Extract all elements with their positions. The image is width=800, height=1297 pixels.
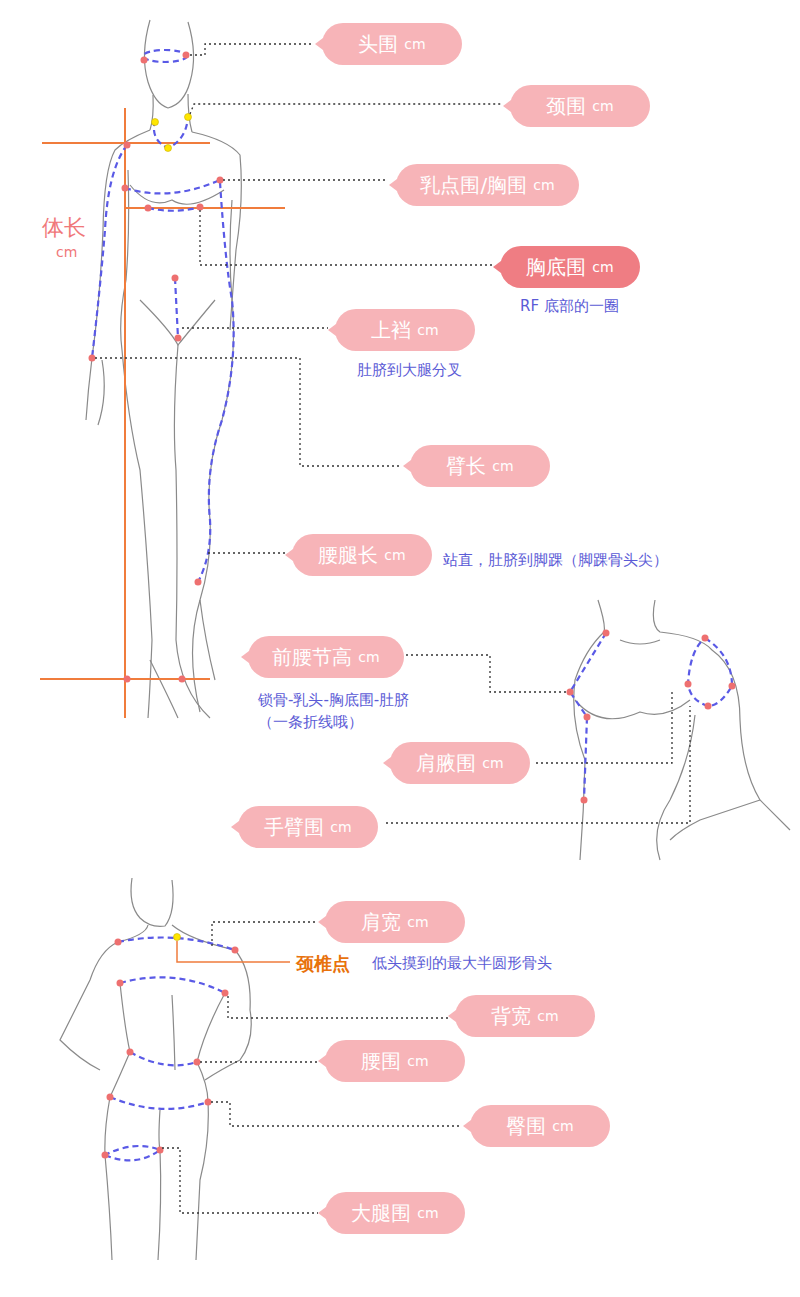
unit-text: cm <box>492 458 513 474</box>
measure-label-pill: 大腿围 cm <box>325 1192 465 1234</box>
leader-lines <box>95 44 690 1213</box>
measure-name: 腰腿长 <box>318 542 378 569</box>
measure-label-pill: 胸底围 cm <box>500 246 640 288</box>
measure-label-pill: 颈围 cm <box>510 85 650 127</box>
unit-text: cm <box>330 819 351 835</box>
length-guides <box>40 108 285 718</box>
measure-name: 腰围 <box>361 1048 401 1075</box>
front-figure <box>86 20 241 718</box>
measure-name: 上裆 <box>371 317 411 344</box>
measure-name: 前腰节高 <box>272 644 352 671</box>
measure-name: 肩腋围 <box>416 750 476 777</box>
unit-text: cm <box>358 649 379 665</box>
measure-label-pill: 臂长 cm <box>410 445 550 487</box>
neck-dots <box>152 114 192 152</box>
measure-label-pill: 肩宽 cm <box>325 901 465 943</box>
measure-lines <box>92 50 234 582</box>
measure-name: 背宽 <box>491 1003 531 1030</box>
measure-label-pill: 背宽 cm <box>455 995 595 1037</box>
measure-dots <box>567 630 736 804</box>
note-text: 低头摸到的最大半圆形骨头 <box>372 953 552 975</box>
measure-name: 臀围 <box>506 1113 546 1140</box>
unit-text: cm <box>407 914 428 930</box>
measure-label-pill: 腰腿长 cm <box>292 534 432 576</box>
measure-label-pill: 臀围 cm <box>470 1105 610 1147</box>
measure-lines <box>105 938 235 1161</box>
unit-text: cm <box>592 259 613 275</box>
unit-text: cm <box>384 547 405 563</box>
neck-point-dot <box>174 934 181 941</box>
measure-dots <box>102 939 239 1159</box>
length-label: cm <box>56 242 77 262</box>
measure-name: 手臂围 <box>264 814 324 841</box>
measure-name: 肩宽 <box>361 909 401 936</box>
measure-label-pill: 肩腋围 cm <box>390 742 530 784</box>
neck-point-leader <box>177 941 290 962</box>
measure-dots <box>89 52 224 683</box>
note-text: 锁骨-乳头-胸底围-肚脐 （一条折线哦） <box>258 690 420 734</box>
measure-label-pill: 乳点围/胸围 cm <box>396 164 579 206</box>
upper-body-figure <box>574 600 790 860</box>
unit-text: cm <box>533 177 554 193</box>
measure-label-pill: 上裆 cm <box>335 309 475 351</box>
note-text: 肚脐到大腿分叉 <box>357 360 462 382</box>
measure-label-pill: 腰围 cm <box>325 1040 465 1082</box>
measure-name: 头围 <box>358 31 398 58</box>
measure-name: 乳点围/胸围 <box>420 172 527 199</box>
measure-label-pill: 头围 cm <box>322 23 462 65</box>
point-name: 颈椎点 <box>296 951 350 977</box>
unit-text: cm <box>482 755 503 771</box>
unit-text: cm <box>552 1118 573 1134</box>
back-figure <box>60 878 251 1260</box>
measure-name: 胸底围 <box>526 254 586 281</box>
length-label: 体长 <box>42 212 86 244</box>
unit-text: cm <box>417 1205 438 1221</box>
measure-label-pill: 手臂围 cm <box>238 806 378 848</box>
note-text: 站直，肚脐到脚踝（脚踝骨头尖） <box>443 550 668 572</box>
measure-name: 大腿围 <box>351 1200 411 1227</box>
measure-name: 颈围 <box>546 93 586 120</box>
unit-text: cm <box>407 1053 428 1069</box>
unit-text: cm <box>537 1008 558 1024</box>
measure-label-pill: 前腰节高 cm <box>248 636 404 678</box>
unit-text: cm <box>417 322 438 338</box>
measure-lines <box>570 633 732 800</box>
unit-text: cm <box>592 98 613 114</box>
note-text: RF 底部的一圈 <box>520 296 619 318</box>
unit-text: cm <box>404 36 425 52</box>
measure-name: 臂长 <box>446 453 486 480</box>
